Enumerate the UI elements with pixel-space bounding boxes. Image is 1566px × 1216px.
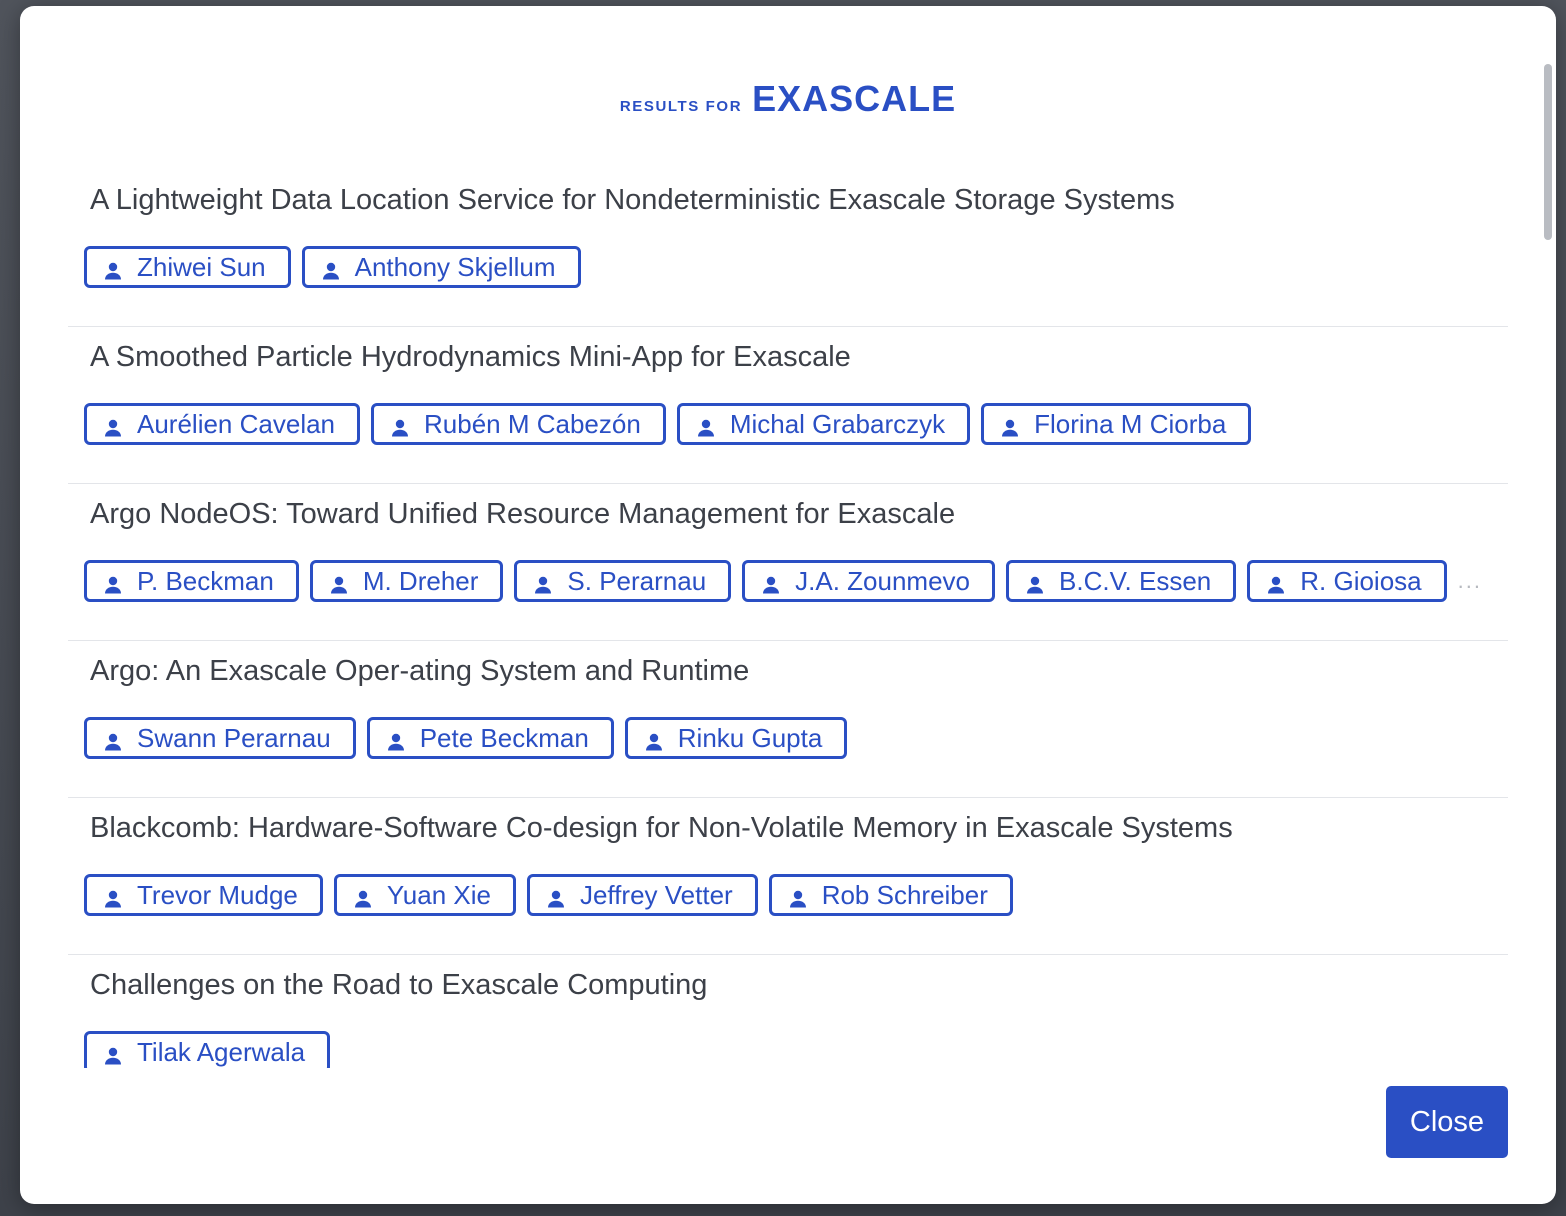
author-chips: Aurélien Cavelan Rubén M Cabezón Michal Gr… — [84, 403, 1262, 445]
author-chip[interactable]: Michal Grabarczyk — [676, 403, 971, 445]
result-item: Challenges on the Road to Exascale Compu… — [68, 955, 1508, 1068]
result-title[interactable]: Argo: An Exascale Oper-ating System and … — [90, 655, 750, 687]
author-name: R. Gioiosa — [1300, 565, 1422, 596]
author-chip[interactable]: Aurélien Cavelan — [84, 403, 361, 445]
author-chip[interactable]: Florina M Ciorba — [981, 403, 1252, 445]
author-chip[interactable]: Jeffrey Vetter — [526, 874, 758, 916]
person-icon — [644, 728, 664, 751]
author-chip[interactable]: R. Gioiosa — [1247, 560, 1447, 602]
author-chip[interactable]: Yuan Xie — [333, 874, 516, 916]
person-icon — [788, 885, 808, 908]
author-name: Trevor Mudge — [137, 879, 298, 910]
author-name: Jeffrey Vetter — [579, 879, 733, 910]
author-chip[interactable]: Anthony Skjellum — [301, 246, 581, 288]
author-chips: Tilak Agerwala — [84, 1031, 341, 1068]
author-name: M. Dreher — [362, 565, 479, 596]
person-icon — [1000, 414, 1020, 437]
search-results-modal: results for EXASCALE A Lightweight Data L… — [20, 6, 1556, 1204]
author-name: Michal Grabarczyk — [729, 408, 946, 439]
author-name: Rob Schreiber — [821, 879, 988, 910]
author-chip[interactable]: Swann Perarnau — [84, 717, 356, 759]
author-chip[interactable]: P. Beckman — [84, 560, 299, 602]
person-icon — [761, 571, 781, 594]
author-chips: Zhiwei Sun Anthony Skjellum — [84, 246, 592, 288]
author-chip[interactable]: J.A. Zounmevo — [742, 560, 996, 602]
result-item: A Smoothed Particle Hydrodynamics Mini-A… — [68, 327, 1508, 484]
author-chip[interactable]: M. Dreher — [309, 560, 504, 602]
person-icon — [546, 885, 566, 908]
result-title[interactable]: A Lightweight Data Location Service for … — [90, 184, 1175, 216]
person-icon — [103, 414, 123, 437]
author-chip[interactable]: Rob Schreiber — [768, 874, 1013, 916]
author-name: Tilak Agerwala — [137, 1036, 306, 1067]
author-chips: P. Beckman M. Dreher S. Perarnau J.A. Zounm… — [84, 560, 1482, 602]
author-chip[interactable]: S. Perarnau — [514, 560, 732, 602]
author-chip[interactable]: Pete Beckman — [366, 717, 614, 759]
author-chip[interactable]: Tilak Agerwala — [84, 1031, 331, 1068]
author-name: Zhiwei Sun — [137, 251, 266, 282]
person-icon — [533, 571, 553, 594]
result-title[interactable]: Argo NodeOS: Toward Unified Resource Man… — [90, 498, 956, 530]
result-item: A Lightweight Data Location Service for … — [68, 170, 1508, 327]
result-title[interactable]: Challenges on the Road to Exascale Compu… — [90, 969, 708, 1001]
person-icon — [103, 728, 123, 751]
more-authors-ellipsis: ... — [1457, 568, 1482, 593]
results-for-label: results for — [619, 98, 743, 115]
result-item: Argo: An Exascale Oper-ating System and … — [68, 641, 1508, 798]
person-icon — [103, 1042, 123, 1065]
person-icon — [321, 257, 341, 280]
author-name: Anthony Skjellum — [354, 251, 556, 282]
results-header: results for EXASCALE — [20, 78, 1556, 120]
author-name: Swann Perarnau — [137, 722, 331, 753]
search-term: EXASCALE — [752, 78, 957, 119]
author-name: Yuan Xie — [386, 879, 491, 910]
person-icon — [386, 728, 406, 751]
result-title[interactable]: A Smoothed Particle Hydrodynamics Mini-A… — [90, 341, 851, 373]
author-chip[interactable]: B.C.V. Essen — [1006, 560, 1237, 602]
author-name: J.A. Zounmevo — [795, 565, 971, 596]
author-name: Florina M Ciorba — [1034, 408, 1227, 439]
author-name: P. Beckman — [137, 565, 274, 596]
author-chip[interactable]: Trevor Mudge — [84, 874, 323, 916]
author-name: Rubén M Cabezón — [424, 408, 641, 439]
person-icon — [390, 414, 410, 437]
author-chip[interactable]: Rubén M Cabezón — [371, 403, 666, 445]
author-name: Pete Beckman — [419, 722, 589, 753]
person-icon — [103, 885, 123, 908]
result-item: Blackcomb: Hardware-Software Co-design f… — [68, 798, 1508, 955]
author-chips: Trevor Mudge Yuan Xie Jeffrey Vetter Rob Sc… — [84, 874, 1024, 916]
author-chips: Swann Perarnau Pete Beckman Rinku Gupta — [84, 717, 858, 759]
result-title[interactable]: Blackcomb: Hardware-Software Co-design f… — [90, 812, 1233, 844]
results-list: A Lightweight Data Location Service for … — [68, 170, 1508, 1068]
person-icon — [1025, 571, 1045, 594]
close-button[interactable]: Close — [1386, 1086, 1508, 1158]
author-name: Aurélien Cavelan — [137, 408, 336, 439]
author-name: Rinku Gupta — [677, 722, 823, 753]
result-item: Argo NodeOS: Toward Unified Resource Man… — [68, 484, 1508, 641]
person-icon — [329, 571, 349, 594]
author-chip[interactable]: Zhiwei Sun — [84, 246, 291, 288]
author-name: B.C.V. Essen — [1059, 565, 1212, 596]
author-chip[interactable]: Rinku Gupta — [624, 717, 848, 759]
person-icon — [103, 571, 123, 594]
scrollbar-thumb[interactable] — [1544, 64, 1552, 240]
person-icon — [353, 885, 373, 908]
person-icon — [1266, 571, 1286, 594]
person-icon — [696, 414, 716, 437]
author-name: S. Perarnau — [567, 565, 707, 596]
person-icon — [103, 257, 123, 280]
